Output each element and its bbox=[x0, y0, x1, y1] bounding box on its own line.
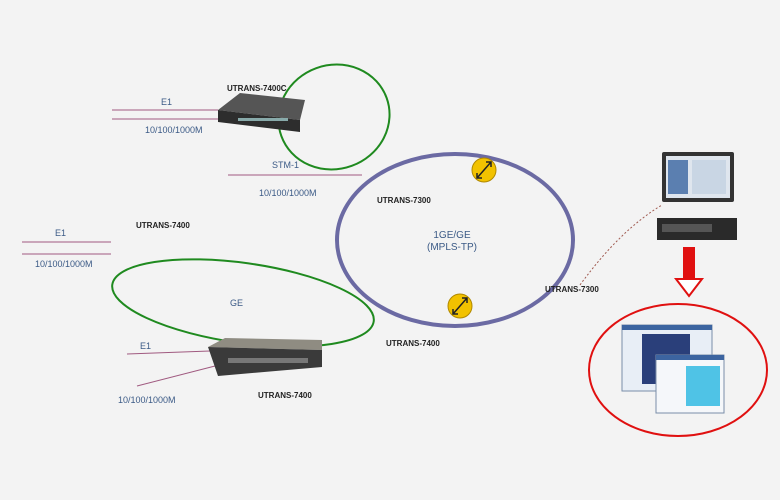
link-label-ge: GE bbox=[230, 298, 244, 308]
dotted-link bbox=[579, 204, 663, 286]
link-label-e1-left: E1 bbox=[55, 228, 67, 238]
nms-computer-icon bbox=[657, 152, 737, 240]
device-7400c-icon bbox=[218, 93, 305, 132]
link-label-eth-top: 10/100/1000M bbox=[145, 125, 203, 135]
nms-highlight-circle bbox=[588, 303, 768, 437]
down-arrow-icon bbox=[673, 247, 705, 298]
device-label-7400-ring: UTRANS-7400 bbox=[386, 339, 440, 348]
link-label-e1-top: E1 bbox=[161, 97, 173, 107]
link-label-e1-bottom: E1 bbox=[140, 341, 152, 351]
link-label-eth-bottom: 10/100/1000M bbox=[118, 395, 176, 405]
link-lines bbox=[22, 109, 362, 387]
ring-label: 1GE/GE (MPLS-TP) bbox=[427, 230, 477, 254]
link-label-eth-stm: 10/100/1000M bbox=[259, 188, 317, 198]
nms-screenshot-icon bbox=[621, 324, 725, 414]
device-label-7400-bottom: UTRANS-7400 bbox=[258, 391, 312, 400]
mpls-ring bbox=[335, 152, 575, 328]
device-label-7400c: UTRANS-7400C bbox=[227, 84, 287, 93]
link-label-eth-left: 10/100/1000M bbox=[35, 259, 93, 269]
green-ring-top bbox=[277, 63, 391, 171]
device-label-7300-top: UTRANS-7300 bbox=[377, 196, 431, 205]
router-icon-top bbox=[471, 157, 497, 183]
router-icon-bottom bbox=[447, 293, 473, 319]
device-7400-icon bbox=[208, 338, 322, 376]
link-label-stm1: STM-1 bbox=[272, 160, 299, 170]
device-label-7400-left: UTRANS-7400 bbox=[136, 221, 190, 230]
ring-label-line2: (MPLS-TP) bbox=[427, 242, 477, 253]
device-label-7300-right: UTRANS-7300 bbox=[545, 285, 599, 294]
ring-label-line1: 1GE/GE bbox=[433, 230, 471, 241]
